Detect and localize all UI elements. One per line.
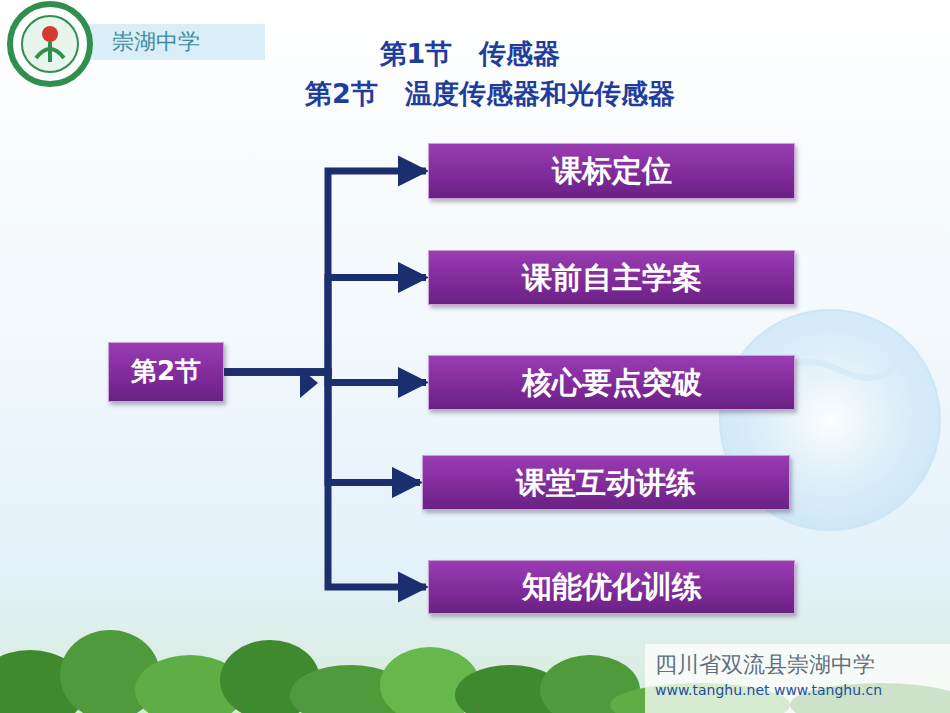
box-label: 知能优化训练 — [522, 569, 702, 605]
arrow-head — [300, 368, 318, 398]
tree-band — [0, 630, 950, 713]
school-logo — [48, 42, 52, 62]
connector-arrow — [224, 278, 426, 373]
menu-box: 课前自主学案 — [428, 250, 795, 305]
menu-box: 课堂互动讲练 — [422, 455, 790, 510]
menu-box: 知能优化训练 — [428, 560, 795, 614]
school-logo — [22, 16, 78, 72]
footer-url: www.tanghu.net www.tanghu.cn — [655, 682, 882, 698]
school-logo — [42, 26, 58, 42]
logo-band — [85, 24, 265, 60]
menu-box: 课标定位 — [428, 143, 795, 199]
footer-band — [645, 644, 950, 713]
section-box: 第2节 — [108, 342, 224, 402]
school-name: 崇湖中学 — [112, 27, 200, 57]
box-label: 课标定位 — [552, 153, 672, 189]
footer-text: 四川省双流县崇湖中学 — [655, 650, 875, 680]
slide-subtitle: 第2节 温度传感器和光传感器 — [305, 76, 675, 112]
connector-arrow — [224, 372, 426, 587]
slide-title: 第1节 传感器 — [380, 36, 561, 72]
connector-arrow — [224, 372, 426, 383]
connector-arrow — [224, 372, 420, 483]
box-label: 核心要点突破 — [522, 365, 702, 401]
box-label: 第2节 — [131, 356, 201, 387]
connector-arrow — [224, 171, 426, 372]
school-logo — [10, 4, 90, 84]
menu-box: 核心要点突破 — [428, 355, 795, 410]
box-label: 课前自主学案 — [522, 260, 702, 296]
box-label: 课堂互动讲练 — [516, 465, 696, 501]
